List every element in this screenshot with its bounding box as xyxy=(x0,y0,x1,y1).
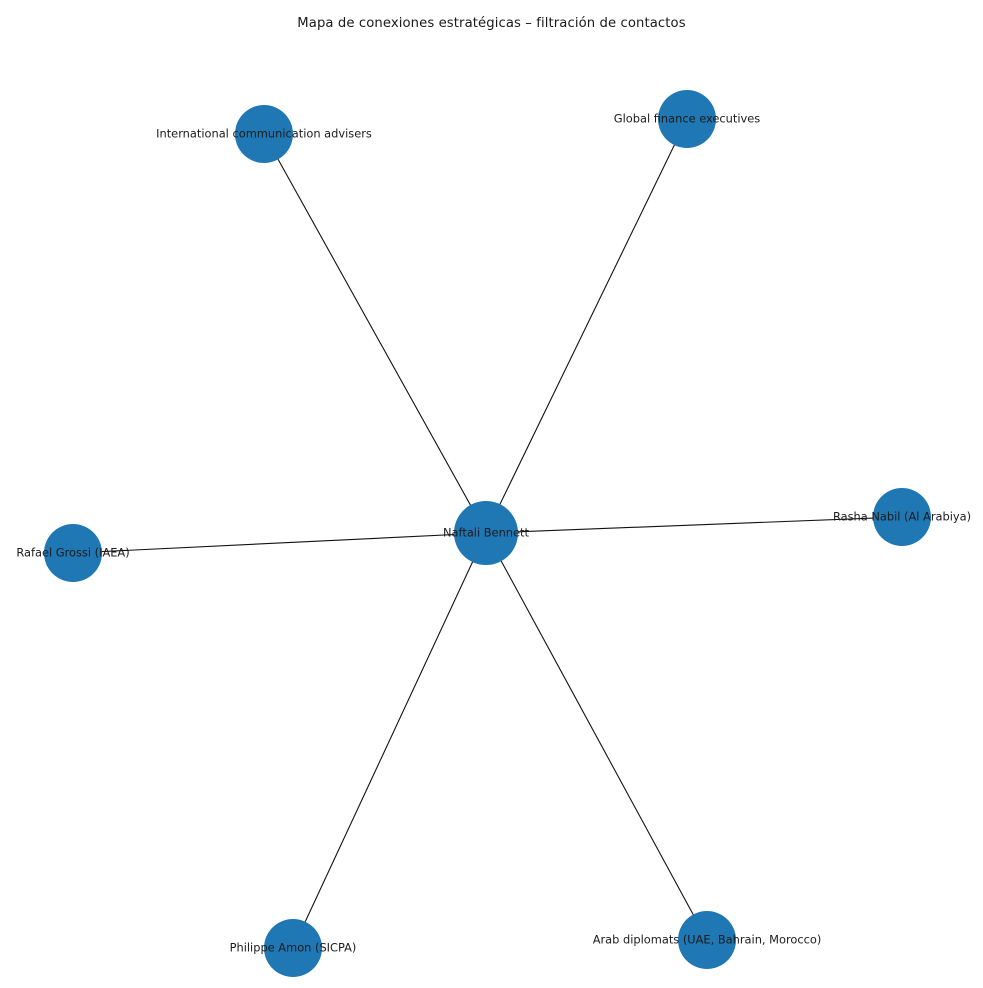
graph-node-finance[interactable] xyxy=(658,90,716,148)
graph-node-bennett[interactable] xyxy=(454,501,518,565)
graph-node-nabil[interactable] xyxy=(873,488,931,546)
edge-layer xyxy=(72,118,903,949)
graph-edge xyxy=(485,532,708,941)
graph-edge xyxy=(485,118,688,534)
graph-edge xyxy=(485,516,903,534)
figure-title: Mapa de conexiones estratégicas – filtra… xyxy=(297,16,686,31)
graph-edge xyxy=(292,532,487,949)
graph-edge xyxy=(263,133,487,534)
graph-edge xyxy=(72,532,487,554)
graph-node-arab[interactable] xyxy=(678,911,736,969)
graph-node-comms[interactable] xyxy=(235,105,293,163)
graph-node-amon[interactable] xyxy=(264,919,322,977)
node-layer xyxy=(44,90,931,977)
graph-node-grossi[interactable] xyxy=(44,524,102,582)
